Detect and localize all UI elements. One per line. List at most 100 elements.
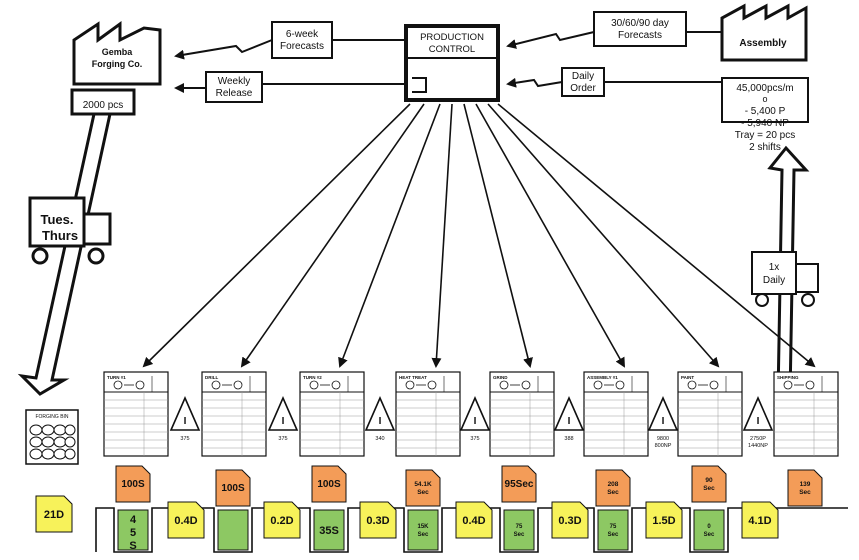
wait-time-value: 0.4D (462, 515, 485, 527)
truck-cab (82, 212, 112, 246)
schedule-arrow (142, 103, 411, 368)
svg-text:I: I (184, 416, 187, 427)
supplier-factory[interactable]: Gemba Forging Co. (72, 21, 162, 86)
schedule-arrow (240, 103, 425, 368)
inventory-qty: 375 (278, 436, 287, 442)
process-box[interactable]: DRILL (201, 371, 267, 457)
machine-icon (687, 376, 727, 392)
production-control[interactable]: PRODUCTION CONTROL (404, 24, 500, 102)
processing-time-value: 35S (319, 525, 339, 537)
cycle-time-note: 100S (215, 469, 251, 507)
schedule-arrow (431, 103, 453, 368)
inventory-qty: 340 (375, 436, 384, 442)
processing-time-note (217, 509, 249, 551)
truck-outbound[interactable]: 1x Daily (751, 251, 819, 307)
processing-time-value: 75 (516, 524, 523, 530)
customer-demand-1: 45,000pcs/m (736, 83, 793, 94)
process-box[interactable]: SHIPPING (773, 371, 839, 457)
processing-time-note: 35S (313, 509, 345, 551)
inventory-qty: 388 (564, 436, 573, 442)
machine-icon (783, 376, 823, 392)
cycle-time-value: 100S (221, 483, 245, 494)
wait-time-value: 0.4D (174, 515, 197, 527)
truck-in-line1: Tues. (41, 212, 74, 227)
forecast-to-supplier-2: Forecasts (280, 41, 324, 52)
parts-icon (29, 424, 76, 460)
process-box[interactable]: HEAT TREAT (395, 371, 461, 457)
wait-time-value: 0.3D (366, 515, 389, 527)
customer-forecast-box[interactable] (593, 11, 687, 47)
forecast-to-supplier-box[interactable] (271, 21, 333, 59)
customer-demand-2: o (762, 94, 767, 104)
wait-time-note: 0.4D (167, 501, 205, 539)
svg-text:Sec: Sec (704, 532, 715, 538)
inventory-qty: 2750P (750, 436, 766, 442)
control-line2: CONTROL (429, 44, 475, 55)
truck-body (751, 251, 797, 295)
machine-icon (405, 376, 445, 392)
customer-data-box: 45,000pcs/m o - 5,400 P - 5,940 NP Tray … (721, 77, 809, 153)
machine-icon (499, 376, 539, 392)
wait-time-note: 4.1D (741, 501, 779, 539)
timeline-ladder (95, 507, 848, 553)
process-box[interactable]: GRIND (489, 371, 555, 457)
daily-order-2: Order (570, 83, 596, 94)
cycle-time-value: 54.1K (414, 481, 432, 488)
wait-time-value: 0.2D (270, 515, 293, 527)
cycle-time-value: 95Sec (505, 479, 534, 490)
warning-triangle-icon (459, 396, 491, 431)
wait-time-note: 21D (35, 495, 73, 533)
wheel-icon (87, 247, 105, 265)
truck-in-line2: Thurs (42, 228, 78, 243)
svg-text:Sec: Sec (514, 532, 525, 538)
raw-material-store[interactable]: FORGING BIN (25, 409, 79, 465)
warning-triangle-icon (742, 396, 774, 431)
cycle-time-value: 100S (121, 479, 145, 490)
process-box[interactable]: PAINT (677, 371, 743, 457)
weekly-release-1: Weekly (218, 76, 251, 87)
customer-tray: Tray = 20 pcs (735, 130, 796, 141)
truck-cab (795, 263, 819, 293)
process-box[interactable]: ASSEMBLY #1 (583, 371, 649, 457)
svg-text:Sec: Sec (418, 532, 429, 538)
cycle-time-note: 95Sec (501, 465, 537, 503)
process-title: SHIPPING (777, 375, 799, 380)
customer-forecast-1: 30/60/90 day (611, 18, 669, 29)
customer-demand-3: - 5,400 P (745, 106, 786, 117)
svg-text:I: I (568, 416, 571, 427)
process-box[interactable]: TURN #1 (103, 371, 169, 457)
inventory-qty-2: 800NP (655, 443, 672, 449)
process-title: TURN #1 (107, 375, 126, 380)
machine-icon (211, 376, 251, 392)
wait-time-note: 0.4D (455, 501, 493, 539)
inventory-triangle[interactable]: I 388 (553, 396, 585, 442)
processing-time-value: 15K (417, 524, 429, 530)
processing-time-value: S (129, 540, 136, 552)
supplier-name-2: Forging Co. (92, 59, 143, 69)
processing-time-value: 75 (610, 524, 617, 530)
supplier-name-1: Gemba (102, 47, 134, 57)
computer-icon (412, 77, 427, 93)
customer-factory[interactable]: Assembly (720, 3, 808, 62)
customer-name: Assembly (739, 38, 787, 49)
processing-time-note: 45S (117, 509, 149, 552)
cycle-time-value: 139 (800, 481, 811, 488)
process-box[interactable]: TURN #2 (299, 371, 365, 457)
supplier-data-box (70, 88, 136, 116)
schedule-arrow (475, 103, 625, 368)
daily-order-1: Daily (572, 71, 594, 82)
electronic-flow-arrow (174, 39, 273, 60)
factory-icon (72, 21, 162, 86)
truck-inbound[interactable]: Tues. Thurs (28, 196, 112, 265)
